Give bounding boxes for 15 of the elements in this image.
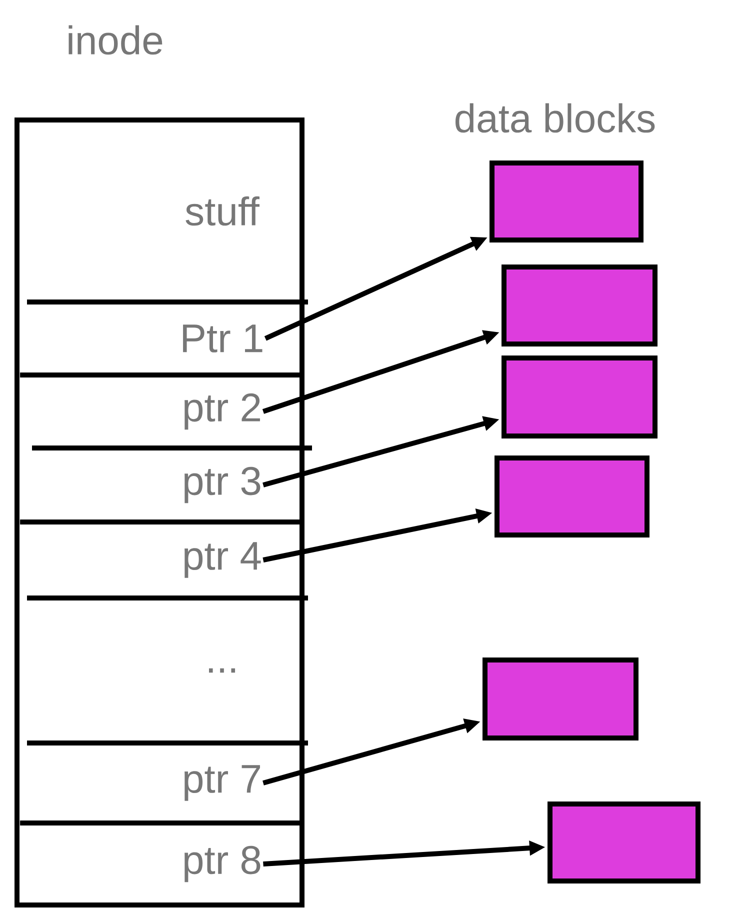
data-block <box>482 658 638 740</box>
node-label: inode <box>68 25 162 55</box>
row-label: Ptr 1 <box>183 324 262 352</box>
data-block <box>502 356 658 438</box>
row-label: ptr 2 <box>184 393 260 430</box>
row-label: ptr 7 <box>184 765 260 801</box>
row-label: ptr 4 <box>184 542 261 578</box>
row-label: ptr 8 <box>184 846 260 882</box>
row-label: ptr 3 <box>184 466 260 504</box>
data-block <box>490 160 644 242</box>
data-block <box>548 802 700 884</box>
row-label: ... <box>208 668 236 673</box>
data-block <box>502 264 658 346</box>
data-block <box>494 456 650 538</box>
row-label: stuff <box>186 196 260 226</box>
